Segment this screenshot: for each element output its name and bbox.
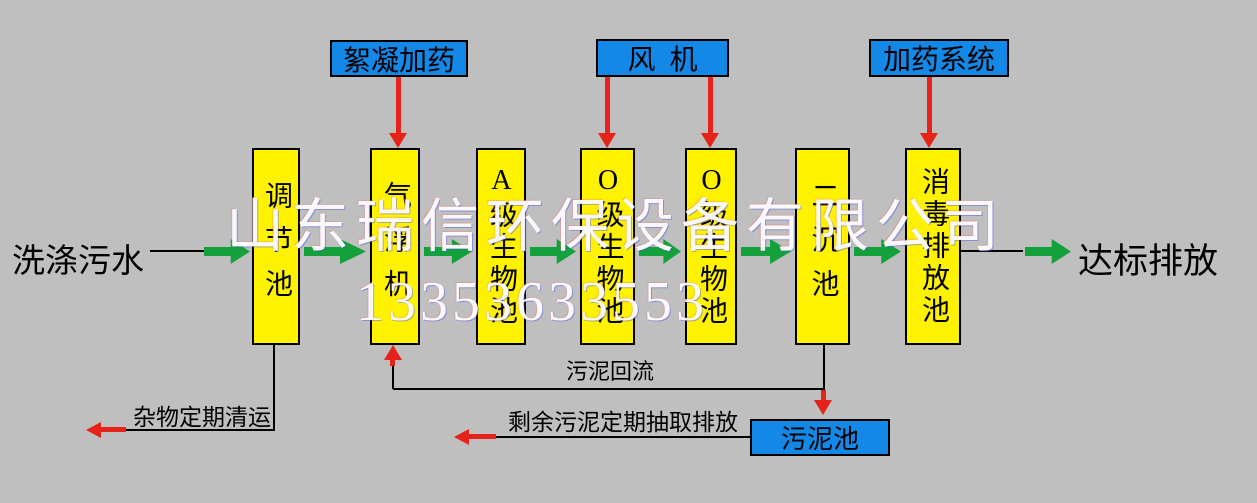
connector-line xyxy=(122,429,275,431)
debris-arrow xyxy=(100,427,126,432)
tank-regulating: 调节池 xyxy=(252,148,300,345)
watermark-phone: 13353633553 xyxy=(356,271,708,333)
tank-label: O级生物池 xyxy=(696,165,727,328)
tank-label: A级生物池 xyxy=(486,165,517,328)
tank-label: 消毒排放池 xyxy=(918,166,949,327)
excess-sludge-arrow-head xyxy=(454,429,469,445)
tank-o-level-bio-2: O级生物池 xyxy=(685,148,737,345)
excess-sludge-arrow xyxy=(468,434,496,439)
dosing-arrow xyxy=(605,77,610,133)
dosing-arrow xyxy=(396,77,401,133)
dosing-arrow-head xyxy=(389,133,407,148)
flow-arrow xyxy=(1025,239,1071,264)
inlet-label: 洗涤污水 xyxy=(12,244,144,280)
dosing-arrow xyxy=(927,77,932,133)
connector-line xyxy=(150,250,206,252)
dosing-arrow-head xyxy=(920,133,938,148)
tank-label: 二沉池 xyxy=(807,180,839,313)
top-box-blower: 风 机 xyxy=(596,39,729,77)
top-box-dosing-system: 加药系统 xyxy=(869,39,1009,77)
debris-arrow-head xyxy=(86,422,101,438)
sludge-discharge-arrow xyxy=(821,390,826,402)
top-box-flocculant-dosing: 絮凝加药 xyxy=(330,40,468,77)
sludge-return-arrow-head xyxy=(384,345,402,360)
connector-line xyxy=(961,250,1023,252)
connector-line xyxy=(492,436,750,438)
sludge-return-label: 污泥回流 xyxy=(566,359,655,384)
excess-sludge-label: 剩余污泥定期抽取排放 xyxy=(508,410,738,435)
connector-line xyxy=(393,388,825,390)
connector-line xyxy=(823,345,825,395)
tank-disinfection-discharge: 消毒排放池 xyxy=(905,148,961,345)
tank-o-level-bio-1: O级生物池 xyxy=(580,148,635,345)
tank-secondary-sedimentation: 二沉池 xyxy=(795,148,850,345)
tank-label: 气浮机 xyxy=(380,180,411,313)
sludge-return-arrow xyxy=(390,358,395,366)
dosing-arrow xyxy=(708,77,713,133)
sludge-tank-box: 污泥池 xyxy=(750,419,890,456)
outlet-label: 达标排放 xyxy=(1078,242,1219,281)
sludge-discharge-arrow-head xyxy=(814,400,832,415)
tank-label: O级生物池 xyxy=(592,165,624,328)
connector-line xyxy=(392,364,394,389)
tank-air-flotation: 气浮机 xyxy=(370,148,420,345)
connector-line xyxy=(273,345,275,431)
dosing-arrow-head xyxy=(701,133,719,148)
tank-a-level-bio: A级生物池 xyxy=(476,148,526,345)
dosing-arrow-head xyxy=(598,133,616,148)
tank-label: 调节池 xyxy=(261,180,292,313)
watermark-company: 山东瑞信环保设备有限公司 xyxy=(226,194,1007,259)
debris-removal-label: 杂物定期清运 xyxy=(133,405,271,430)
